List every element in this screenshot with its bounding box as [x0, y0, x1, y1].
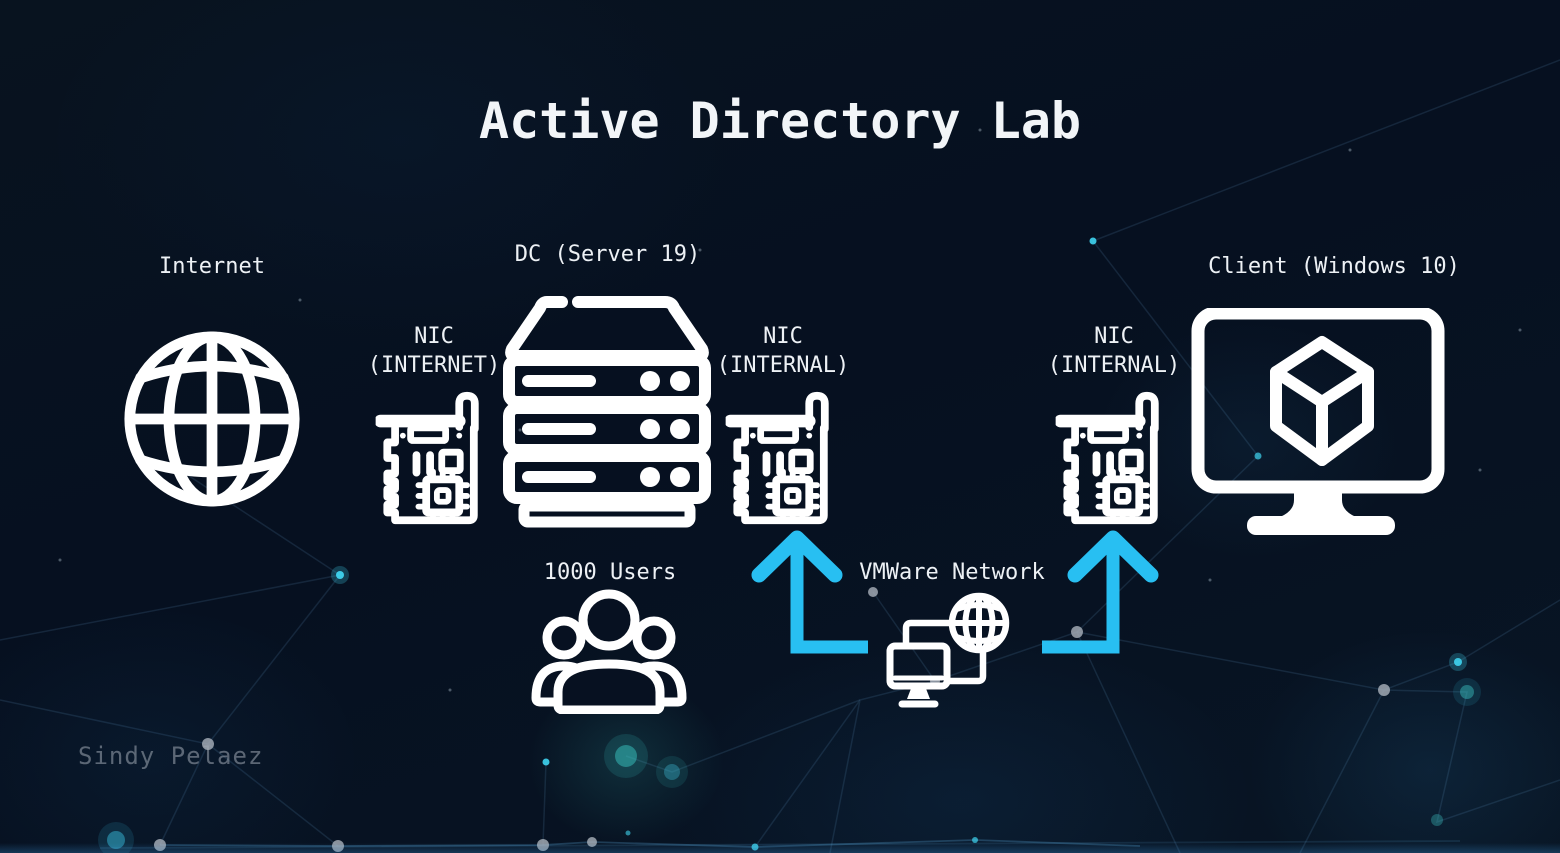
nic-internet-label: NIC(INTERNET) [367, 324, 501, 378]
diagram-title: Active Directory Lab [478, 92, 1082, 150]
arrow-vmware-to-nic-right [1042, 530, 1159, 654]
monitor-cube-icon [1191, 308, 1445, 535]
vmware-network-label: VMWare Network [859, 560, 1045, 585]
user-group-icon [531, 589, 687, 714]
nic-internal-right-label: NIC(INTERNAL) [1047, 324, 1181, 378]
computer-network-icon [886, 592, 1010, 708]
bottom-glow-strip [0, 843, 1560, 853]
server-rack-icon [503, 296, 711, 528]
author-watermark: Sindy Pelaez [78, 742, 264, 770]
nic-internal-left-label: NIC(INTERNAL) [716, 324, 850, 378]
internet-label: Internet [159, 254, 265, 279]
globe-icon [124, 331, 300, 507]
client-label: Client (Windows 10) [1208, 254, 1460, 279]
users-label: 1000 Users [543, 560, 677, 585]
arrow-vmware-to-nic-left [751, 530, 868, 654]
dc-server-label: DC (Server 19) [514, 242, 701, 267]
